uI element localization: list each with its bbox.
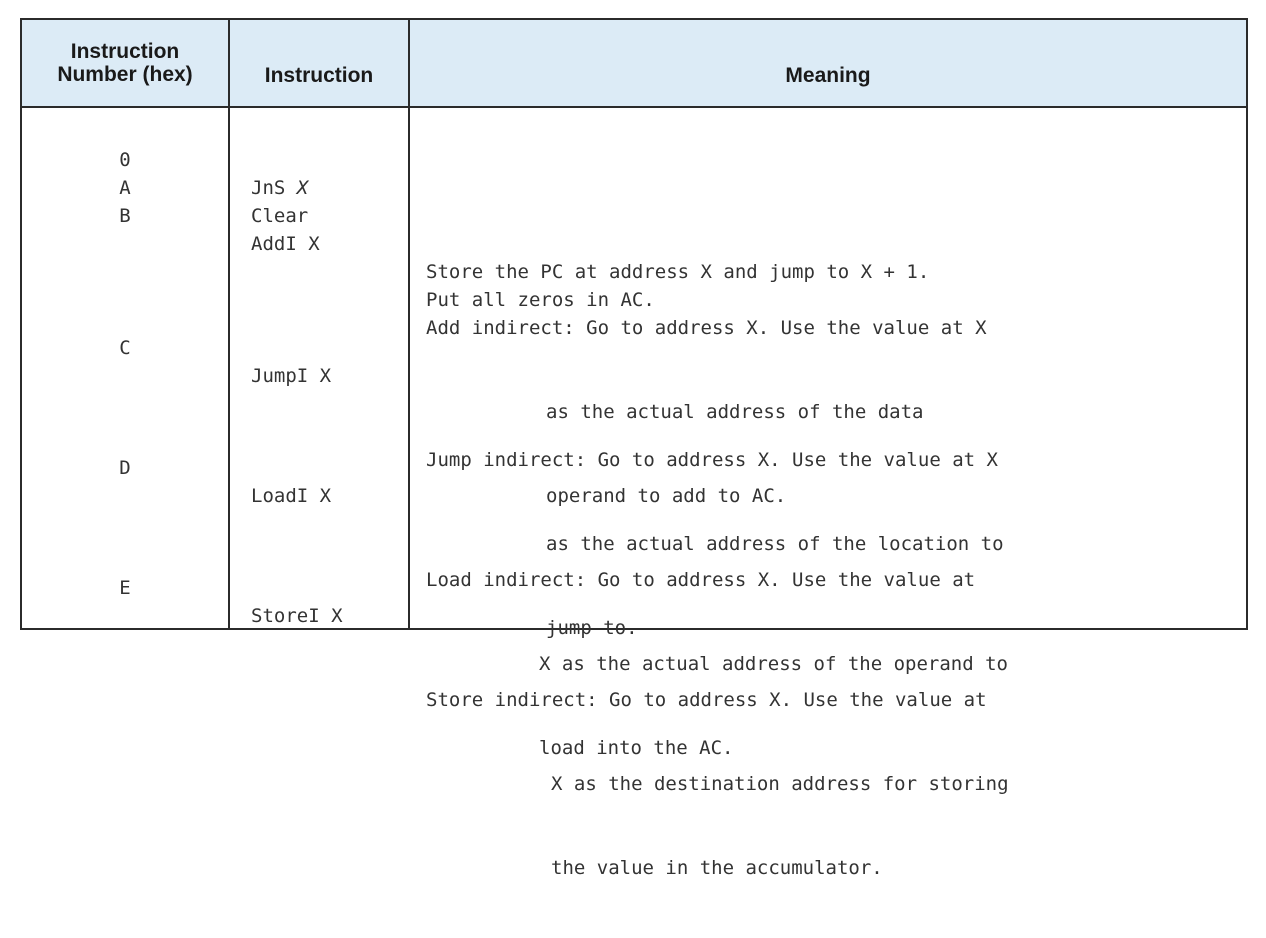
table-row: 0 JnS X Store the PC at address X and ju… [22, 118, 1246, 283]
table-row: A Clear Put all zeros in AC. [22, 146, 1246, 311]
instruction-meaning: Put all zeros in AC. [426, 230, 655, 370]
header-meaning-label: Meaning [785, 63, 871, 87]
table-row: E StoreI X Store indirect: Go to address… [22, 546, 1246, 879]
header-meaning: Meaning [410, 20, 1246, 106]
instruction-meaning: Store indirect: Go to address X. Use the… [426, 630, 1009, 938]
header-instruction-number-label: Instruction Number (hex) [57, 40, 193, 86]
table-row: C JumpI X Jump indirect: Go to address X… [22, 306, 1246, 639]
instruction-name: LoadI X [251, 482, 331, 510]
instruction-op: StoreI [251, 605, 320, 627]
instruction-meaning: Store the PC at address X and jump to X … [426, 202, 929, 342]
header-instruction-number: Instruction Number (hex) [22, 20, 228, 106]
table-row: B AddI X Add indirect: Go to address X. … [22, 174, 1246, 507]
column-divider [228, 20, 230, 628]
instruction-operand: X [331, 605, 343, 627]
meaning-line: Load indirect: Go to address X. Use the … [426, 569, 976, 591]
instruction-meaning: Jump indirect: Go to address X. Use the … [426, 390, 1004, 698]
instruction-operand: X [308, 233, 320, 255]
instruction-op: Clear [251, 205, 309, 227]
table-row: D LoadI X Load indirect: Go to address X… [22, 426, 1246, 759]
meaning-line: operand to add to AC. [546, 485, 787, 507]
instruction-name: AddI X [251, 230, 320, 258]
instruction-number: C [119, 337, 131, 359]
instruction-number: B [119, 205, 131, 227]
header-instruction: Instruction [230, 20, 408, 106]
instruction-name: Clear [251, 202, 308, 230]
meaning-line: as the actual address of the data [546, 401, 924, 423]
table-header [22, 20, 1246, 108]
instruction-operand: X [319, 365, 332, 387]
instruction-number: E [119, 577, 131, 599]
instruction-op: LoadI [251, 485, 309, 507]
instruction-op: JumpI [251, 365, 309, 387]
instruction-meaning: Add indirect: Go to address X. Use the v… [426, 258, 987, 566]
column-divider [408, 20, 410, 628]
meaning-line: Store indirect: Go to address X. Use the… [426, 689, 987, 711]
meaning-line: Put all zeros in AC. [426, 289, 655, 311]
meaning-line: jump to. [546, 617, 638, 639]
instruction-name: StoreI X [251, 602, 343, 630]
instruction-op: JnS [251, 177, 286, 199]
meaning-line: Store the PC at address X and jump to X … [426, 261, 930, 283]
meaning-line: as the actual address of the location to [546, 533, 1004, 555]
header-instruction-label: Instruction [264, 63, 374, 87]
instruction-operand: X [319, 485, 332, 507]
meaning-line: Add indirect: Go to address X. Use the v… [426, 317, 987, 339]
instruction-name: JnS X [251, 174, 308, 202]
instruction-operand: X [296, 177, 309, 199]
instruction-table: Instruction Number (hex) Instruction Mea… [20, 18, 1248, 879]
instruction-op: AddI [251, 233, 297, 255]
meaning-line: Jump indirect: Go to address X. Use the … [426, 449, 998, 471]
meaning-line: X as the actual address of the operand t… [539, 653, 1008, 675]
instruction-number: D [119, 457, 131, 479]
instruction-number: A [119, 177, 131, 199]
instruction-name: JumpI X [251, 362, 331, 390]
meaning-line: the value in the accumulator. [551, 857, 883, 879]
meaning-line: X as the destination address for storing [551, 773, 1009, 795]
instruction-number: 0 [119, 149, 131, 171]
